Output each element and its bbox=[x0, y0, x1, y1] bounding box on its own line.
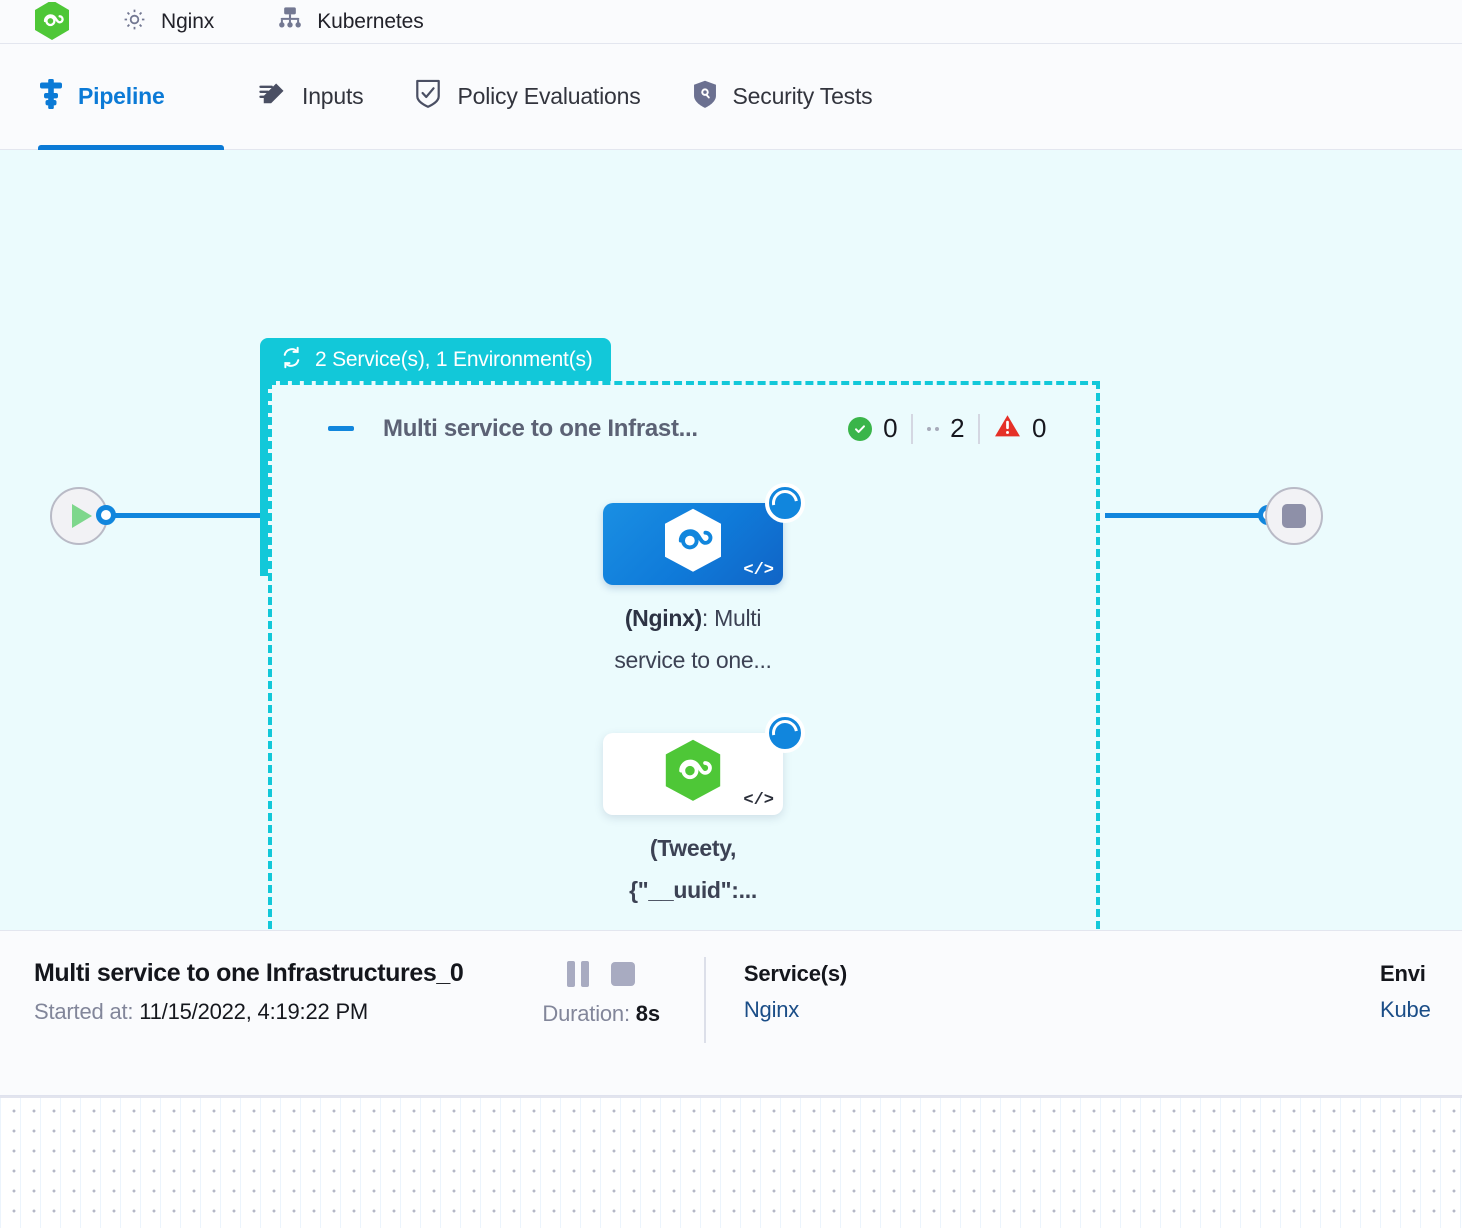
services-column: Service(s) Nginx bbox=[744, 961, 847, 1023]
tab-policy-evaluations[interactable]: Policy Evaluations bbox=[413, 44, 641, 150]
hexagon-green-logo-icon bbox=[34, 1, 70, 42]
collapse-dash-icon[interactable] bbox=[328, 426, 354, 431]
node-nginx-label-rest: : Multi bbox=[701, 605, 762, 631]
inputs-pencil-icon bbox=[258, 79, 288, 114]
code-icon[interactable]: </> bbox=[743, 561, 774, 580]
duration-label: Duration: bbox=[542, 1001, 630, 1026]
running-spinner-icon bbox=[765, 713, 805, 753]
node-tweety-label: (Tweety, {"__uuid":... bbox=[543, 827, 843, 911]
breadcrumb-item-environment[interactable]: Kubernetes bbox=[276, 5, 424, 38]
services-heading: Service(s) bbox=[743, 961, 848, 986]
play-icon bbox=[72, 504, 92, 528]
end-node[interactable] bbox=[1265, 487, 1323, 545]
group-badge-label: 2 Service(s), 1 Environment(s) bbox=[315, 348, 593, 371]
group-header: Multi service to one Infrast... 0 bbox=[272, 413, 1096, 444]
status-failed-count: 0 bbox=[1032, 413, 1046, 443]
policy-shield-check-icon bbox=[413, 78, 443, 115]
detail-divider bbox=[703, 957, 706, 1043]
transport-buttons bbox=[542, 961, 659, 987]
services-value-link[interactable]: Nginx bbox=[743, 997, 800, 1022]
execution-detail-panel: Multi service to one Infrastructures_0 S… bbox=[0, 930, 1462, 1096]
hexagon-infinity-icon bbox=[661, 507, 725, 582]
pause-icon[interactable] bbox=[567, 961, 590, 987]
warning-triangle-icon bbox=[994, 413, 1021, 444]
tab-pipeline[interactable]: Pipeline bbox=[38, 44, 224, 150]
security-shield-icon bbox=[691, 79, 719, 115]
loop-repeat-icon bbox=[279, 345, 304, 375]
status-running: 2 bbox=[913, 413, 978, 444]
breadcrumb-item-logo[interactable] bbox=[34, 1, 83, 42]
group-container[interactable]: Multi service to one Infrast... 0 bbox=[268, 381, 1100, 930]
tab-inputs[interactable]: Inputs bbox=[258, 44, 364, 150]
started-at-label: Started at: bbox=[34, 999, 134, 1024]
duration-value: 8s bbox=[635, 1001, 660, 1026]
duration-row: Duration: 8s bbox=[542, 1001, 660, 1027]
status-divider bbox=[911, 413, 914, 444]
dots-running-icon bbox=[927, 426, 940, 431]
background-grid bbox=[0, 1096, 1462, 1228]
running-spinner-icon bbox=[765, 483, 805, 523]
tab-pipeline-label: Pipeline bbox=[78, 83, 165, 109]
tab-policy-evaluations-label: Policy Evaluations bbox=[457, 83, 641, 109]
environments-column: Envi Kube bbox=[1380, 961, 1431, 1023]
detail-summary: Multi service to one Infrastructures_0 S… bbox=[34, 959, 464, 1025]
hexagon-infinity-green-icon bbox=[662, 738, 724, 811]
stop-icon bbox=[1282, 504, 1306, 528]
started-at-row: Started at: 11/15/2022, 4:19:22 PM bbox=[34, 999, 463, 1025]
execution-controls: Duration: 8s bbox=[542, 961, 660, 1027]
node-nginx-label-service: (Nginx) bbox=[624, 605, 702, 631]
page-title: Multi service to one Infrastructures_0 bbox=[34, 959, 464, 987]
node-nginx-label: (Nginx): Multi service to one... bbox=[543, 597, 843, 681]
environments-heading: Envi bbox=[1380, 961, 1426, 986]
status-divider bbox=[978, 413, 981, 444]
wire-group-to-end bbox=[1105, 513, 1265, 518]
pipeline-icon bbox=[38, 78, 64, 115]
status-failed: 0 bbox=[980, 413, 1060, 444]
node-nginx[interactable]: </> bbox=[603, 483, 805, 585]
code-icon[interactable]: </> bbox=[743, 791, 774, 810]
check-circle-icon bbox=[848, 416, 873, 441]
started-at-value: 11/15/2022, 4:19:22 PM bbox=[139, 999, 369, 1024]
status-running-count: 2 bbox=[950, 413, 965, 443]
breadcrumb-bar: Nginx Kubernetes bbox=[0, 0, 1462, 44]
environments-value-link[interactable]: Kube bbox=[1380, 997, 1431, 1022]
node-tweety-label-line1: (Tweety, bbox=[649, 835, 737, 861]
group-title: Multi service to one Infrast... bbox=[383, 414, 698, 442]
kubernetes-icon bbox=[276, 5, 304, 38]
node-tweety-label-line2: {"__uuid":... bbox=[629, 877, 757, 903]
node-tweety[interactable]: </> bbox=[603, 713, 805, 815]
status-success-count: 0 bbox=[883, 413, 898, 443]
status-success: 0 bbox=[834, 413, 911, 444]
group-badge[interactable]: 2 Service(s), 1 Environment(s) bbox=[260, 338, 611, 382]
tab-bar: Pipeline Inputs Policy Evaluations bbox=[0, 44, 1462, 150]
tab-security-tests[interactable]: Security Tests bbox=[691, 44, 873, 150]
tab-security-tests-label: Security Tests bbox=[732, 83, 873, 109]
breadcrumb-item-service[interactable]: Nginx bbox=[121, 6, 214, 38]
wire-start-to-group bbox=[112, 513, 262, 518]
breadcrumb-service-label: Nginx bbox=[161, 10, 215, 33]
pipeline-canvas[interactable]: 2 Service(s), 1 Environment(s) Multi ser… bbox=[0, 150, 1462, 930]
group-status-summary: 0 2 bbox=[834, 413, 1060, 444]
node-nginx-label-line2: service to one... bbox=[614, 647, 772, 673]
breadcrumb-environment-label: Kubernetes bbox=[317, 10, 424, 33]
tab-inputs-label: Inputs bbox=[302, 83, 364, 109]
stop-icon[interactable] bbox=[611, 962, 636, 986]
gear-icon bbox=[121, 6, 148, 38]
